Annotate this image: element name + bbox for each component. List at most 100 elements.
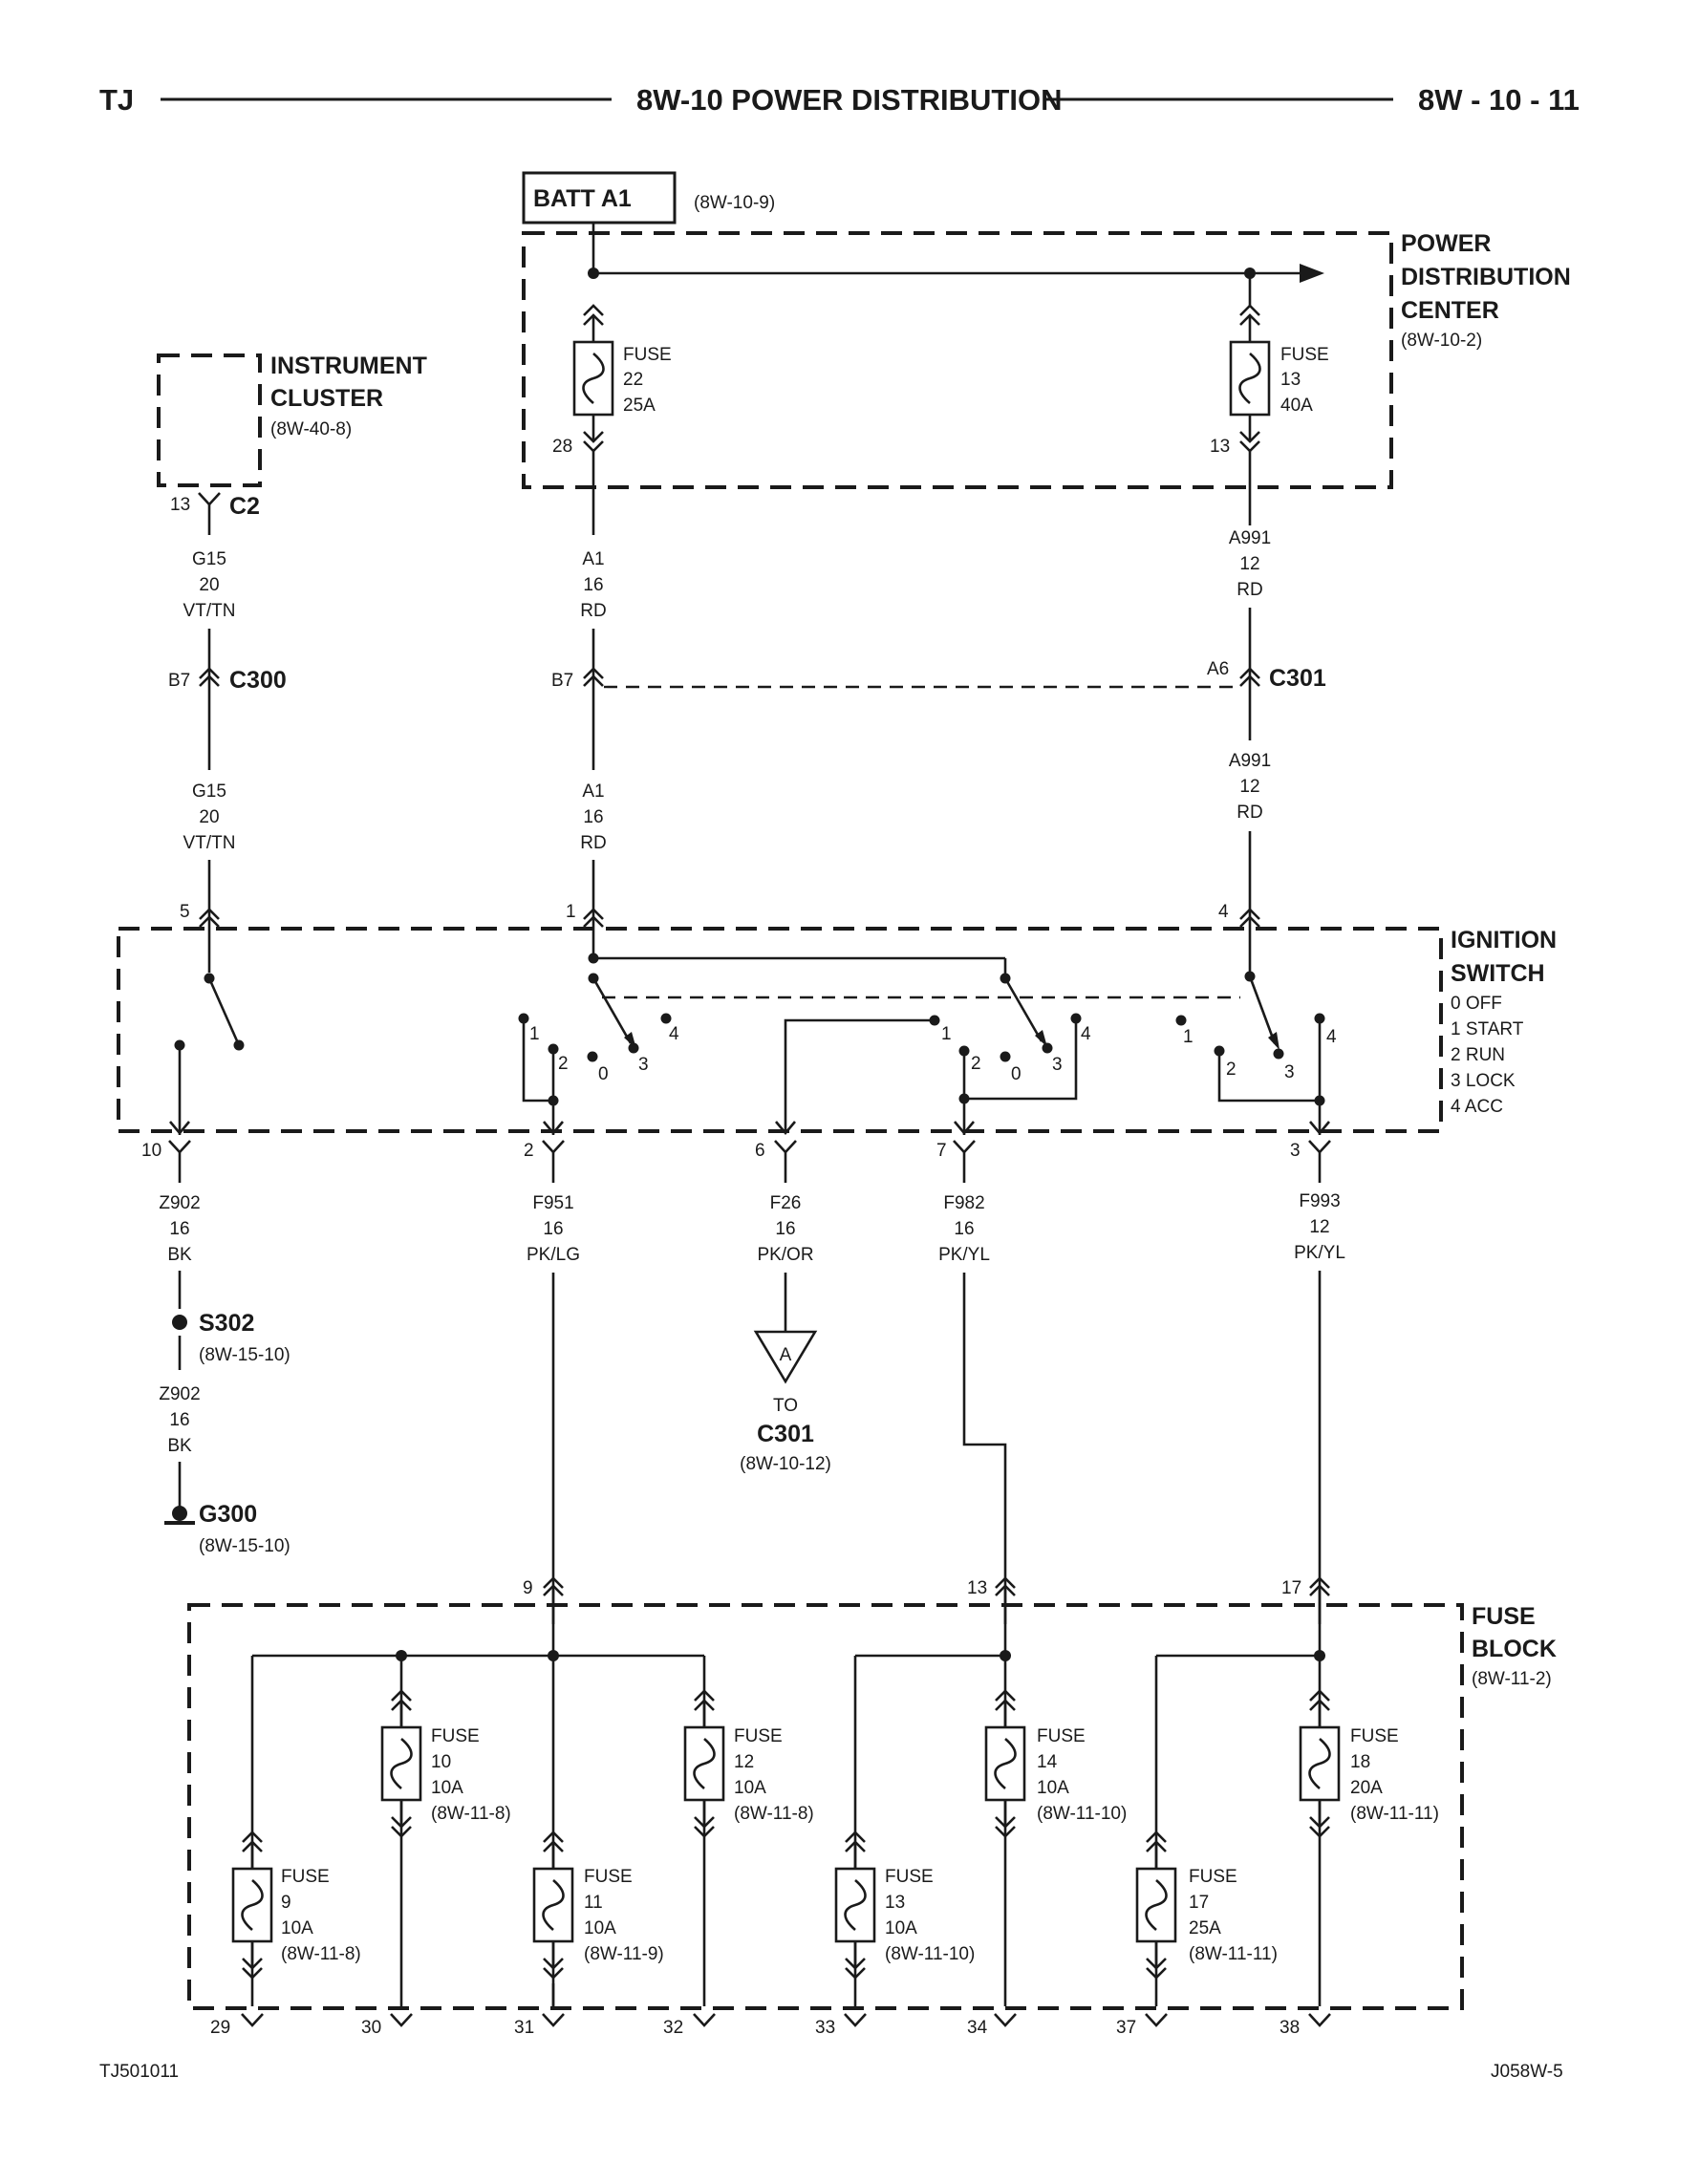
fb-fuse-9-amps: 10A <box>281 1918 313 1938</box>
pdc-title-3: CENTER <box>1401 297 1499 324</box>
pdc-fuse-22-num: 22 <box>623 370 643 390</box>
wire-a1-bot-id: A1 <box>582 782 604 802</box>
pdc-fuse-13-name: FUSE <box>1280 345 1329 365</box>
wire-a1-bot-gauge: 16 <box>583 807 603 827</box>
wire-g15-bot-gauge: 20 <box>199 807 219 827</box>
fb-fuse-14-num: 14 <box>1037 1752 1058 1772</box>
fb-fuse-17-amps: 25A <box>1189 1918 1221 1938</box>
footer-left: TJ501011 <box>99 2062 179 2082</box>
offpage-to: TO <box>773 1396 798 1416</box>
pdc-fuse-13 <box>1229 304 1271 453</box>
fb-fuse-13-name: FUSE <box>885 1867 934 1887</box>
fb-input-pin-13: 13 <box>967 1578 987 1598</box>
wire-z902-top-color: BK <box>167 1245 192 1265</box>
fb-fuse-10-amps: 10A <box>431 1778 463 1798</box>
wire-a1-top-color: RD <box>580 601 606 621</box>
fb-fuse-13-ref: (8W-11-10) <box>885 1944 975 1964</box>
ignition-legend-1: 1 START <box>1451 1019 1524 1039</box>
fb-fuse-12-ref: (8W-11-8) <box>734 1804 814 1824</box>
wire-a991-bot-color: RD <box>1237 803 1262 823</box>
pdc-fuse-22-amps: 25A <box>623 396 656 416</box>
fb-fuse-17-name: FUSE <box>1189 1867 1237 1887</box>
fb-pin-29: 29 <box>210 2018 230 2038</box>
wire-f951-color: PK/LG <box>527 1245 580 1265</box>
batt-ref: (8W-10-9) <box>694 193 775 213</box>
cluster-pin: 13 <box>170 495 190 515</box>
c300-pin-left: B7 <box>168 671 190 691</box>
fb-fuse-18-name: FUSE <box>1350 1726 1399 1746</box>
fuse-block-box <box>187 1603 1464 2010</box>
ign-b-contact-4: 4 <box>1081 1024 1091 1044</box>
ign-c-contact-3: 3 <box>1284 1062 1295 1082</box>
c301-pin: A6 <box>1207 659 1229 679</box>
fb-fuse-14-amps: 10A <box>1037 1778 1069 1798</box>
fb-fuse-10-num: 10 <box>431 1752 451 1772</box>
ign-a-contact-0: 0 <box>598 1064 609 1084</box>
wire-f982-color: PK/YL <box>938 1245 990 1265</box>
cluster-ref: (8W-40-8) <box>270 419 352 439</box>
wire-g15-bot-color: VT/TN <box>183 833 236 853</box>
offpage-dest: C301 <box>757 1421 814 1447</box>
ign-bottom-pin-6: 6 <box>755 1141 765 1161</box>
pdc-fuse-13-amps: 40A <box>1280 396 1313 416</box>
wire-a991-bot-gauge: 12 <box>1239 777 1259 797</box>
ground-ref: (8W-15-10) <box>199 1536 290 1556</box>
wire-z902-bot-color: BK <box>167 1436 192 1456</box>
fuse-block-title-1: FUSE <box>1472 1603 1536 1630</box>
ign-c-contact-4: 4 <box>1326 1027 1337 1047</box>
wire-a991-top-gauge: 12 <box>1239 554 1259 574</box>
wire-f26-gauge: 16 <box>775 1219 795 1239</box>
wire-z902-top-id: Z902 <box>159 1193 200 1213</box>
fb-fuse-18-num: 18 <box>1350 1752 1370 1772</box>
wire-f993-color: PK/YL <box>1294 1243 1345 1263</box>
fb-fuse-12-amps: 10A <box>734 1778 766 1798</box>
fb-pin-34: 34 <box>967 2018 988 2038</box>
offpage-ref: (8W-10-12) <box>740 1454 831 1474</box>
wire-a991-top-id: A991 <box>1229 528 1271 548</box>
wire-a1-top-id: A1 <box>582 549 604 569</box>
fuse-block-ref: (8W-11-2) <box>1472 1669 1552 1689</box>
fb-pin-30: 30 <box>361 2018 381 2038</box>
fb-fuse-9-ref: (8W-11-8) <box>281 1944 361 1964</box>
footer-right: J058W-5 <box>1491 2062 1563 2082</box>
c301-label: C301 <box>1269 665 1326 692</box>
ign-c-contact-2: 2 <box>1226 1060 1237 1080</box>
cluster-title-2: CLUSTER <box>270 385 383 412</box>
fb-fuse-17-num: 17 <box>1189 1893 1209 1913</box>
fb-fuse-12-name: FUSE <box>734 1726 783 1746</box>
offpage-triangle <box>753 1330 818 1384</box>
wire-f951-gauge: 16 <box>543 1219 563 1239</box>
ignition-legend-2: 2 RUN <box>1451 1045 1505 1065</box>
wire-f26-color: PK/OR <box>757 1245 813 1265</box>
fb-pin-38: 38 <box>1280 2018 1300 2038</box>
wire-g15-top-id: G15 <box>192 549 226 569</box>
wire-g15-bot-id: G15 <box>192 782 226 802</box>
ign-b-contact-2: 2 <box>971 1054 981 1074</box>
wire-a1-bot-color: RD <box>580 833 606 853</box>
ignition-title-1: IGNITION <box>1451 927 1557 953</box>
fb-fuse-9-name: FUSE <box>281 1867 330 1887</box>
fb-fuse-9-num: 9 <box>281 1893 291 1913</box>
fb-input-pin-9: 9 <box>523 1578 533 1598</box>
wire-z902-bot-id: Z902 <box>159 1384 200 1404</box>
ignition-title-2: SWITCH <box>1451 960 1545 987</box>
fb-input-pin-17: 17 <box>1281 1578 1301 1598</box>
wire-f993-gauge: 12 <box>1309 1217 1329 1237</box>
header-left: TJ <box>99 83 134 117</box>
wire-a991-bot-id: A991 <box>1229 751 1271 771</box>
ign-a-contact-4: 4 <box>669 1024 679 1044</box>
ignition-legend-0: 0 OFF <box>1451 994 1502 1014</box>
wire-f993-id: F993 <box>1299 1191 1340 1211</box>
splice-label: S302 <box>199 1310 254 1337</box>
ign-top-pin-1: 1 <box>566 902 576 922</box>
splice-s302 <box>172 1315 187 1330</box>
fb-fuse-14-name: FUSE <box>1037 1726 1086 1746</box>
ignition-legend-3: 3 LOCK <box>1451 1071 1516 1091</box>
fb-fuse-10-ref: (8W-11-8) <box>431 1804 511 1824</box>
ign-c-contact-1: 1 <box>1183 1027 1194 1047</box>
fb-fuse-17-ref: (8W-11-11) <box>1189 1944 1278 1964</box>
fb-fuse-14-ref: (8W-11-10) <box>1037 1804 1127 1824</box>
fb-fuse-18-ref: (8W-11-11) <box>1350 1804 1439 1824</box>
fb-pin-32: 32 <box>663 2018 683 2038</box>
